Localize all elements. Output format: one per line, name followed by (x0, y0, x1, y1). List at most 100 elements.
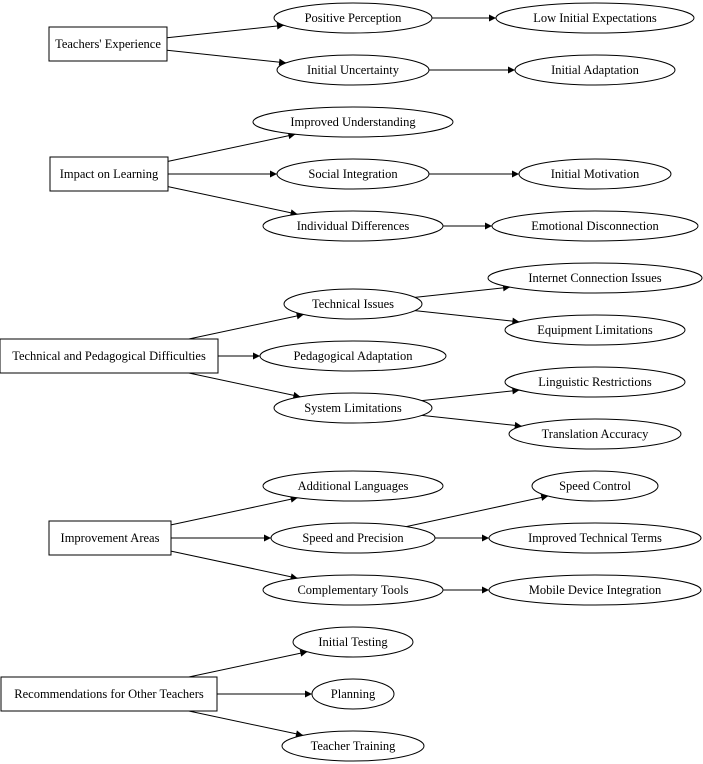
node-label: Individual Differences (297, 219, 410, 233)
node-positive-perception: Positive Perception (273, 2, 433, 34)
node-label: Additional Languages (298, 479, 409, 493)
edge-recommendations-to-teacher-training (188, 710, 304, 738)
node-label: Speed and Precision (302, 531, 404, 545)
node-social-integration: Social Integration (276, 158, 430, 190)
node-ellipse (281, 730, 425, 762)
node-label: Teachers' Experience (55, 37, 161, 51)
node-speed-and-precision: Speed and Precision (270, 522, 436, 554)
node-teachers-experience: Teachers' Experience (48, 26, 168, 62)
edge-recommendations-to-initial-testing (188, 649, 308, 678)
node-technical-issues: Technical Issues (283, 288, 423, 320)
node-box (0, 338, 219, 374)
node-label: Technical Issues (312, 297, 394, 311)
node-box (48, 26, 168, 62)
node-emotional-disconnection: Emotional Disconnection (491, 210, 699, 242)
node-label: Mobile Device Integration (529, 583, 662, 597)
node-mobile-device-integration: Mobile Device Integration (488, 574, 702, 606)
edge-impact-on-learning-to-improved-understanding (167, 132, 296, 162)
node-label: Initial Motivation (551, 167, 640, 181)
node-improved-technical-terms: Improved Technical Terms (488, 522, 702, 554)
node-improved-understanding: Improved Understanding (252, 106, 454, 138)
node-label: Impact on Learning (60, 167, 159, 181)
node-label: Complementary Tools (297, 583, 408, 597)
node-ellipse (270, 522, 436, 554)
node-initial-uncertainty: Initial Uncertainty (276, 54, 430, 86)
node-ellipse (252, 106, 454, 138)
node-ellipse (488, 574, 702, 606)
node-improvement-areas: Improvement Areas (48, 520, 172, 556)
node-box (0, 676, 218, 712)
node-initial-testing: Initial Testing (292, 626, 414, 658)
node-label: Emotional Disconnection (531, 219, 659, 233)
edge-technical-pedagogical-to-system-limitations (188, 372, 301, 399)
node-label: Linguistic Restrictions (538, 375, 652, 389)
edge-speed-and-precision-to-speed-control (406, 494, 549, 528)
node-individual-differences: Individual Differences (262, 210, 444, 242)
node-ellipse (504, 366, 686, 398)
node-initial-motivation: Initial Motivation (518, 158, 672, 190)
node-ellipse (495, 2, 695, 34)
node-recommendations: Recommendations for Other Teachers (0, 676, 218, 712)
node-ellipse (518, 158, 672, 190)
node-ellipse (273, 2, 433, 34)
node-ellipse (488, 522, 702, 554)
node-label: System Limitations (304, 401, 402, 415)
node-impact-on-learning: Impact on Learning (49, 156, 169, 192)
node-additional-languages: Additional Languages (262, 470, 444, 502)
node-label: Improvement Areas (61, 531, 160, 545)
node-complementary-tools: Complementary Tools (262, 574, 444, 606)
node-ellipse (262, 470, 444, 502)
node-label: Planning (331, 687, 376, 701)
node-label: Internet Connection Issues (528, 271, 661, 285)
node-planning: Planning (311, 678, 395, 710)
node-label: Initial Uncertainty (307, 63, 400, 77)
node-initial-adaptation: Initial Adaptation (514, 54, 676, 86)
node-ellipse (273, 392, 433, 424)
node-ellipse (508, 418, 682, 450)
edge-improvement-areas-to-additional-languages (170, 495, 298, 526)
edge-layer (166, 14, 549, 738)
node-equipment-limitations: Equipment Limitations (504, 314, 686, 346)
node-label: Low Initial Expectations (533, 11, 657, 25)
node-linguistic-restrictions: Linguistic Restrictions (504, 366, 686, 398)
node-ellipse (283, 288, 423, 320)
node-ellipse (276, 54, 430, 86)
node-ellipse (259, 340, 447, 372)
node-ellipse (262, 210, 444, 242)
node-ellipse (514, 54, 676, 86)
node-box (49, 156, 169, 192)
node-label: Improved Understanding (290, 115, 416, 129)
node-pedagogical-adaptation: Pedagogical Adaptation (259, 340, 447, 372)
node-ellipse (531, 470, 659, 502)
node-label: Positive Perception (305, 11, 403, 25)
node-internet-connection-issues: Internet Connection Issues (487, 262, 703, 294)
edge-technical-pedagogical-to-technical-issues (188, 312, 304, 340)
node-speed-control: Speed Control (531, 470, 659, 502)
node-ellipse (311, 678, 395, 710)
node-label: Translation Accuracy (542, 427, 650, 441)
node-ellipse (491, 210, 699, 242)
node-label: Recommendations for Other Teachers (14, 687, 204, 701)
node-teacher-training: Teacher Training (281, 730, 425, 762)
node-translation-accuracy: Translation Accuracy (508, 418, 682, 450)
edge-technical-issues-to-equipment-limitations (414, 310, 520, 325)
node-label: Technical and Pedagogical Difficulties (12, 349, 206, 363)
node-label: Improved Technical Terms (528, 531, 662, 545)
node-label: Pedagogical Adaptation (293, 349, 413, 363)
node-ellipse (504, 314, 686, 346)
node-ellipse (292, 626, 414, 658)
edge-teachers-experience-to-positive-perception (166, 22, 285, 39)
node-box (48, 520, 172, 556)
edge-improvement-areas-to-complementary-tools (170, 550, 298, 581)
node-label: Speed Control (559, 479, 631, 493)
node-technical-pedagogical: Technical and Pedagogical Difficulties (0, 338, 219, 374)
node-low-initial-expectations: Low Initial Expectations (495, 2, 695, 34)
edge-system-limitations-to-linguistic-restrictions (421, 387, 520, 402)
edge-technical-issues-to-internet-connection-issues (414, 284, 511, 298)
node-label: Teacher Training (311, 739, 397, 753)
node-label: Initial Testing (318, 635, 388, 649)
node-system-limitations: System Limitations (273, 392, 433, 424)
edge-teachers-experience-to-initial-uncertainty (166, 49, 287, 66)
